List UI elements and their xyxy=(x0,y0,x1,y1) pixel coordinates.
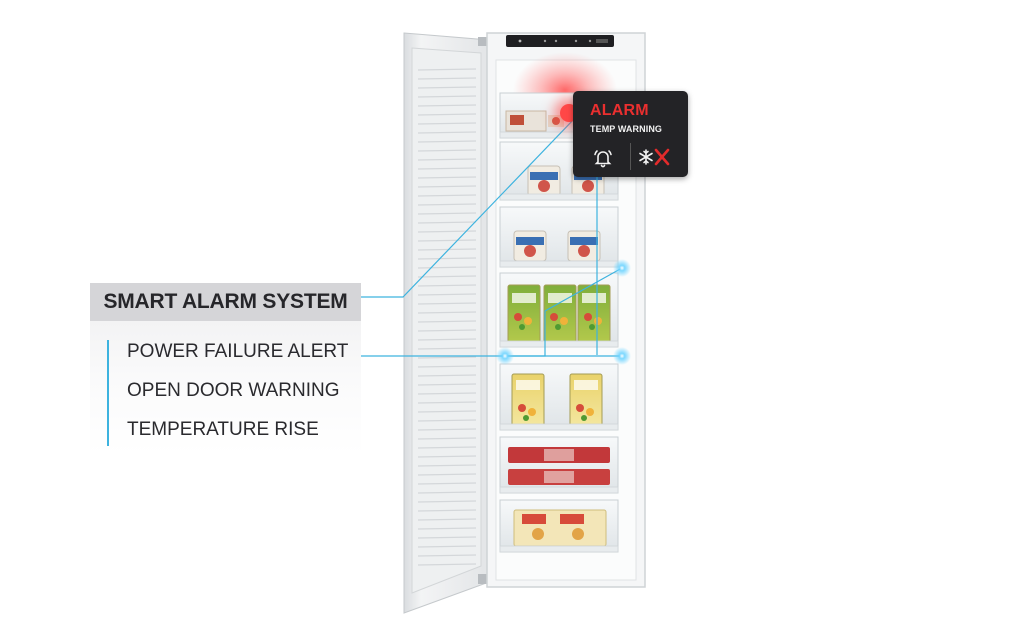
callout-title: SMART ALARM SYSTEM xyxy=(90,283,361,321)
freezer-door xyxy=(403,32,492,614)
alarm-title: ALARM xyxy=(590,102,649,119)
sensor-light xyxy=(496,347,514,365)
smart-alarm-callout: SMART ALARM SYSTEM POWER FAILURE ALERT O… xyxy=(90,283,361,455)
control-panel-strip xyxy=(506,35,614,47)
sensor-light xyxy=(613,347,631,365)
freezer-drawer xyxy=(499,436,619,494)
callout-accent-bar xyxy=(107,340,109,446)
alarm-panel: ALARM TEMP WARNING xyxy=(573,91,688,177)
feature-temperature-rise: TEMPERATURE RISE xyxy=(127,419,319,440)
bell-ringing-icon xyxy=(591,146,615,170)
freezer-drawer xyxy=(499,272,619,348)
drawers xyxy=(499,92,619,553)
freezer-drawer xyxy=(499,363,619,431)
alarm-divider xyxy=(630,143,631,170)
freezer-drawer xyxy=(499,206,619,268)
sensor-light xyxy=(613,259,631,277)
alarm-subtitle: TEMP WARNING xyxy=(590,124,663,134)
freezer-drawer xyxy=(499,499,619,553)
snowflake-icon xyxy=(636,145,656,169)
feature-power-failure: POWER FAILURE ALERT xyxy=(127,341,349,362)
cross-icon xyxy=(653,147,671,167)
feature-open-door: OPEN DOOR WARNING xyxy=(127,380,340,401)
